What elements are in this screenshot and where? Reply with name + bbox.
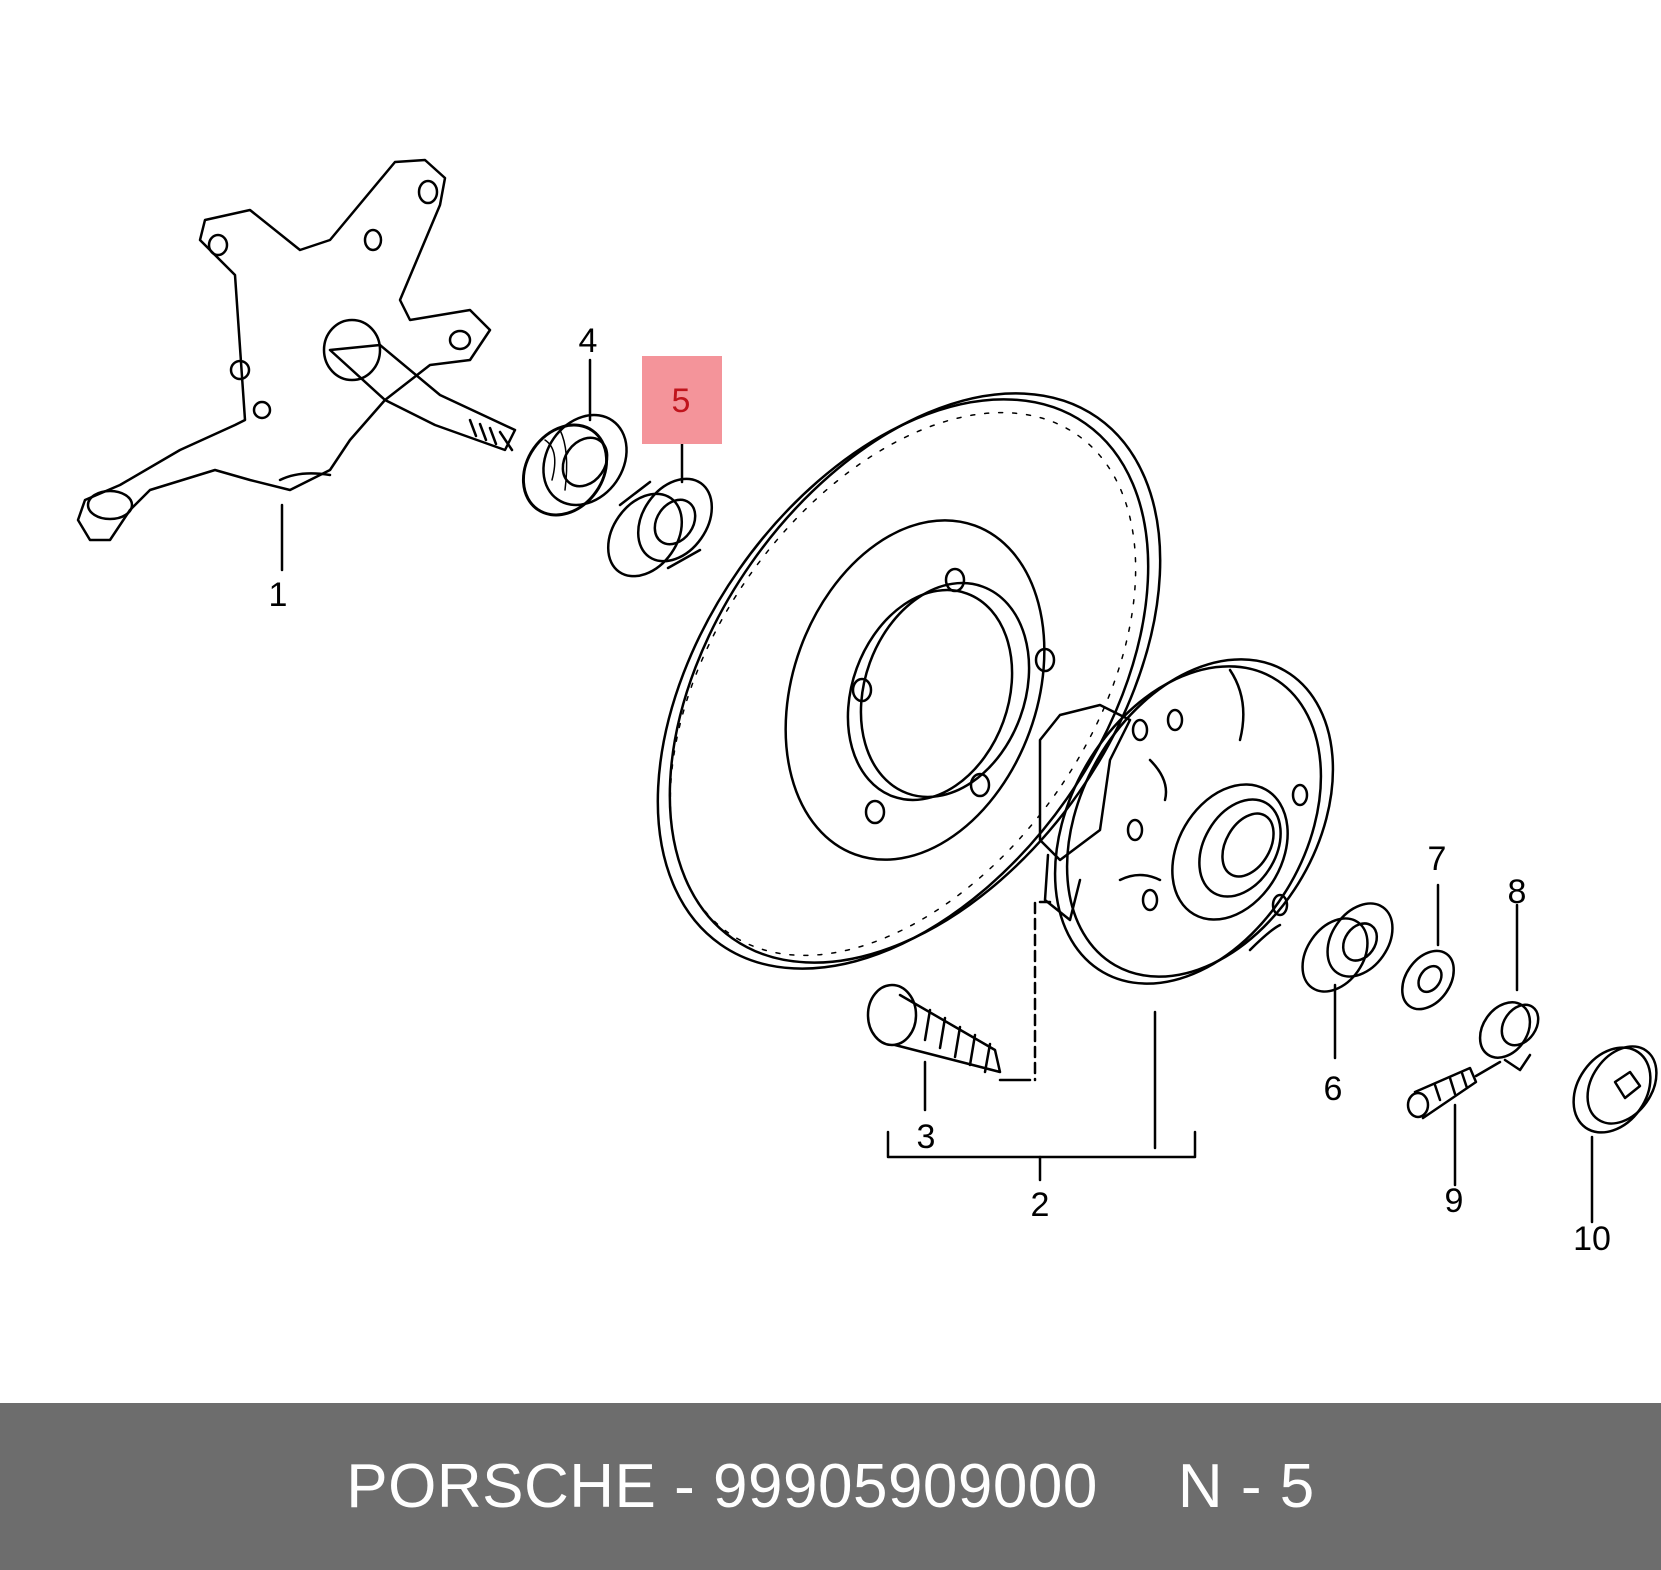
part-clamp-screw — [1406, 1060, 1502, 1120]
callout-6[interactable]: 6 — [1324, 1070, 1343, 1108]
callout-8[interactable]: 8 — [1508, 873, 1527, 911]
part-seal-ring — [521, 413, 628, 517]
part-wheel-hub — [1038, 658, 1335, 985]
part-inner-bearing — [606, 477, 714, 578]
callout-5[interactable]: 5 — [672, 382, 691, 420]
callout-highlight — [642, 356, 722, 444]
part-number: 99905909000 — [713, 1452, 1098, 1521]
part-wheel-stud — [866, 983, 1002, 1074]
exploded-parts-diagram: 1 2 3 4 5 6 7 8 9 10 — [76, 158, 1658, 1258]
leader-2-dashed — [1033, 900, 1052, 1082]
part-clamp-nut — [1478, 1001, 1540, 1072]
footer-separator: - — [674, 1452, 696, 1521]
part-grease-cap — [1572, 1045, 1658, 1134]
part-info-footer: PORSCHE - 99905909000 N - 5 — [0, 1403, 1661, 1570]
part-steering-knuckle — [76, 158, 517, 542]
callout-1[interactable]: 1 — [269, 576, 288, 614]
callout-7[interactable]: 7 — [1428, 840, 1447, 878]
callout-2[interactable]: 2 — [1031, 1186, 1050, 1224]
callout-9[interactable]: 9 — [1445, 1182, 1464, 1220]
callout-4[interactable]: 4 — [579, 322, 598, 360]
brand-name: PORSCHE — [346, 1452, 657, 1521]
part-brake-disc — [656, 392, 1162, 970]
part-washer — [1401, 949, 1455, 1011]
part-outer-bearing — [1301, 902, 1394, 993]
callout-10[interactable]: 10 — [1573, 1220, 1611, 1258]
position-label: N - 5 — [1177, 1452, 1315, 1521]
callout-3[interactable]: 3 — [917, 1118, 936, 1156]
bracket-2 — [886, 1130, 1197, 1159]
